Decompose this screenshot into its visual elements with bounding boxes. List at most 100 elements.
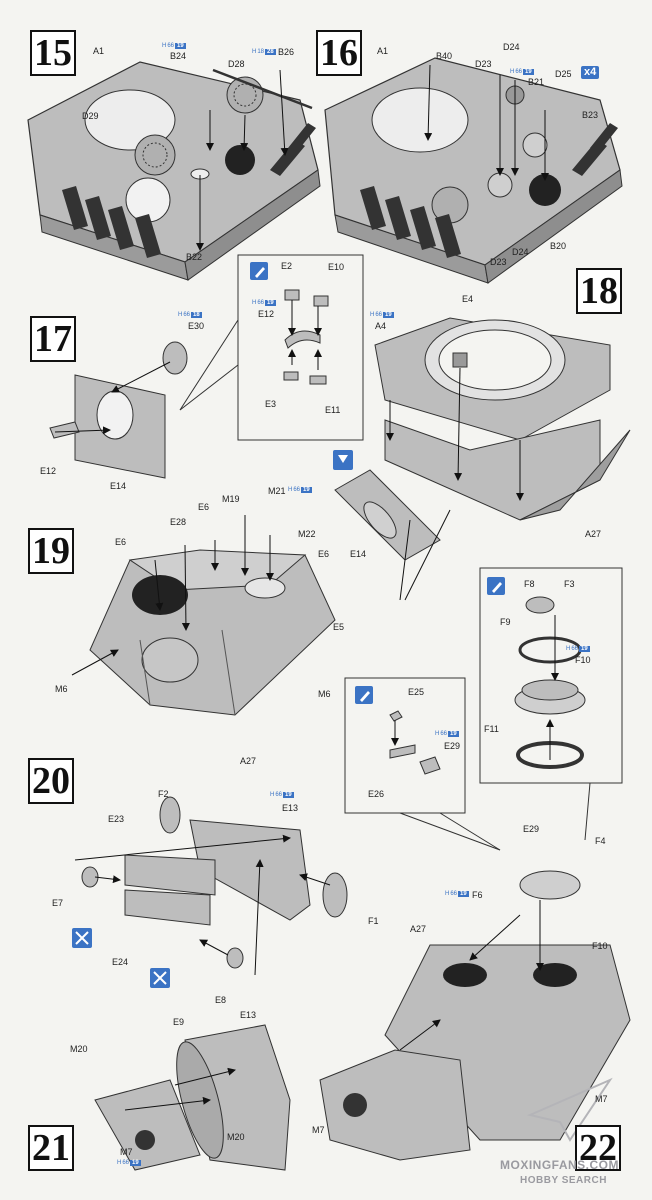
part-label: D29	[82, 111, 99, 121]
part-label: E7	[52, 898, 64, 908]
part-label: A4	[375, 321, 387, 331]
part-label: E4	[462, 294, 474, 304]
watermark-shop: HOBBY SEARCH	[520, 1175, 607, 1186]
part-label: F10	[592, 941, 608, 951]
part-label: M7	[120, 1147, 133, 1157]
part-label: E14	[350, 549, 367, 559]
part-label: E30	[188, 321, 205, 331]
watermark-site: MOXINGFANS.COM	[500, 1158, 620, 1172]
part-label: F9	[500, 617, 511, 627]
brush-icon	[355, 686, 373, 704]
step-21: 21	[28, 1125, 74, 1171]
part-label: D25	[555, 69, 572, 79]
part-label: E24	[112, 957, 129, 967]
part-label: F1	[368, 916, 379, 926]
part-label: M20	[70, 1044, 88, 1054]
part-label: E26	[368, 789, 385, 799]
watermark-plane-icon	[526, 1077, 613, 1142]
part-label: F3	[564, 579, 575, 589]
part-label: B22	[186, 252, 203, 262]
part-label: E8	[215, 995, 227, 1005]
part-label: M7	[595, 1094, 608, 1104]
part-label: F2	[158, 789, 169, 799]
part-label: E25	[408, 687, 425, 697]
part-label: E14	[110, 481, 127, 491]
part-label: B26	[278, 47, 295, 57]
detail-box-20	[344, 677, 466, 814]
step-17: 17	[30, 316, 76, 362]
part-label: F4	[595, 836, 606, 846]
detail-box-17	[237, 254, 364, 441]
step-18: 18	[576, 268, 622, 314]
gun-sleeve-21	[94, 1024, 291, 1171]
part-label: E12	[258, 309, 275, 319]
part-label: B21	[528, 77, 545, 87]
part-label: A27	[585, 529, 602, 539]
part-label: E10	[328, 262, 345, 272]
part-label: A1	[93, 46, 105, 56]
part-label: E28	[170, 517, 187, 527]
part-label: D28	[228, 59, 245, 69]
hull-deck-15	[27, 61, 321, 281]
part-label: E23	[108, 814, 125, 824]
part-label: E9	[173, 1017, 185, 1027]
turret-18	[334, 317, 631, 601]
part-label: M22	[298, 529, 316, 539]
step-16: 16	[316, 30, 362, 76]
part-label: E5	[333, 622, 345, 632]
part-label: E29	[444, 741, 461, 751]
brush-icons	[250, 262, 505, 704]
step-19: 19	[28, 528, 74, 574]
periscope-parts	[283, 289, 329, 385]
part-label: A1	[377, 46, 389, 56]
part-label: B20	[550, 241, 567, 251]
hull-deck-16	[324, 57, 623, 284]
part-label: D23	[490, 257, 507, 267]
part-label: M19	[222, 494, 240, 504]
part-label: F6	[472, 890, 483, 900]
brush-icon	[487, 577, 505, 595]
part-label: A27	[240, 756, 257, 766]
part-label: M6	[318, 689, 331, 699]
part-label: M7	[312, 1125, 325, 1135]
part-label: E6	[115, 537, 127, 547]
glue-icons	[72, 450, 353, 988]
brush-icon	[250, 262, 268, 280]
part-label: E12	[40, 466, 57, 476]
step-20: 20	[28, 758, 74, 804]
part-label: E6	[198, 502, 210, 512]
detail-box-19	[479, 567, 623, 784]
part-label: M6	[55, 684, 68, 694]
part-label: E6	[318, 549, 330, 559]
part-label: B24	[170, 51, 187, 61]
front-plate-17	[49, 341, 188, 479]
part-label: E2	[281, 261, 293, 271]
turret-22	[319, 870, 631, 1161]
step-15: 15	[30, 30, 76, 76]
part-label: D23	[475, 59, 492, 69]
part-label: F10	[575, 655, 591, 665]
part-label: B23	[582, 110, 599, 120]
step-22: 22	[575, 1125, 621, 1171]
cupola-parts	[514, 596, 586, 769]
part-label: E3	[265, 399, 277, 409]
part-label: D24	[512, 247, 529, 257]
part-label: E29	[523, 824, 540, 834]
part-label: B40	[436, 51, 453, 61]
hatch-parts	[389, 710, 441, 775]
part-label: A27	[410, 924, 427, 934]
part-label: E13	[240, 1010, 257, 1020]
part-label: M20	[227, 1132, 245, 1142]
